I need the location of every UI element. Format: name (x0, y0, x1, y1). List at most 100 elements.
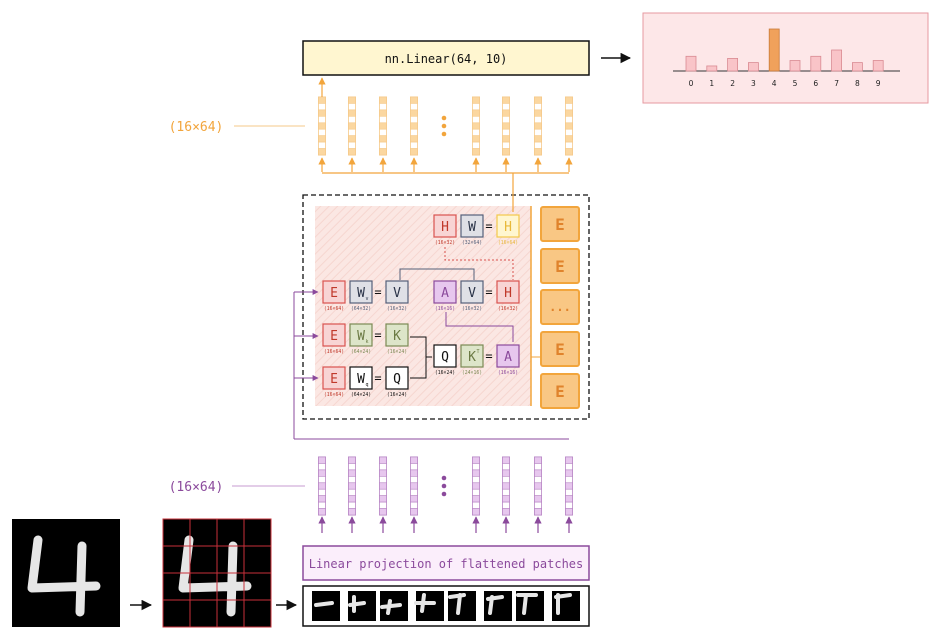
chart-bar (852, 62, 863, 72)
chart-tick-label: 2 (730, 79, 735, 88)
chart-bar (810, 55, 822, 72)
chart-bar (831, 49, 842, 72)
matrix-symbol: H (504, 286, 512, 301)
matrix-shape: (16×24) (435, 370, 455, 376)
matrix-v: V(16×32) (460, 280, 484, 312)
equals-sign: = (485, 349, 492, 363)
chart-bar (727, 58, 738, 72)
output-embedding-column (565, 96, 573, 156)
matrix-symbol: V (393, 286, 401, 301)
matrix-shape: (64×32) (351, 306, 371, 312)
patch-tile (516, 591, 544, 621)
input-embedding-column (348, 456, 356, 516)
encoder-label: E (555, 340, 565, 359)
chart-bar (872, 60, 884, 72)
matrix-shape: (32×64) (462, 240, 482, 246)
linear-projection-box: Linear projection of flattened patches (302, 545, 590, 581)
chart-tick-label: 6 (813, 79, 818, 88)
encoder-block: E (540, 206, 580, 242)
matrix-symbol: E (330, 286, 338, 301)
patch-tile (552, 591, 580, 621)
output-embedding-columns (318, 77, 573, 174)
matrix-symbol: W (357, 329, 365, 344)
output-embedding-ellipsis-dot (441, 115, 447, 121)
encoder-label: E (555, 215, 565, 234)
chart-bar (768, 28, 780, 72)
output-embedding-column (348, 96, 356, 156)
patch-tile (414, 591, 444, 621)
chart-tick-label: 4 (772, 79, 777, 88)
encoder-label: E (555, 382, 565, 401)
matrix-e: E (16×64) (322, 280, 346, 312)
matrix-symbol: Q (441, 350, 449, 365)
matrix-shape: (16×64) (324, 306, 344, 312)
matrix-symbol: H (441, 220, 449, 235)
chart-bar (748, 62, 759, 72)
input-embedding-ellipsis-dot (441, 491, 447, 497)
patch-tile (448, 591, 476, 621)
matrix-e: E (16×64) (322, 366, 346, 398)
encoder-block: E (540, 331, 580, 367)
matrix-symbol: W (468, 220, 476, 235)
patched-digit-image (162, 518, 272, 628)
encoder-label: E (555, 257, 565, 276)
matrix-h: H (16×32) (433, 214, 457, 246)
matrix-h: H (16×32) (496, 280, 520, 312)
input-embedding-column (565, 456, 573, 516)
matrix-superscript: T (476, 349, 479, 355)
output-embedding-ellipsis-dot (441, 123, 447, 129)
matrix-symbol: K (468, 350, 476, 365)
output-embedding-column (534, 96, 542, 156)
equals-sign: = (485, 219, 492, 233)
chart-tick-label: 8 (855, 79, 860, 88)
input-embedding-column (502, 456, 510, 516)
input-digit-image (12, 519, 120, 627)
projection-label: Linear projection of flattened patches (309, 557, 584, 571)
matrix-shape: (16×64) (324, 392, 344, 398)
input-embedding-columns (318, 456, 573, 533)
matrix-symbol: E (330, 372, 338, 387)
matrix-q: Q(16×24) (385, 366, 409, 398)
chart-bar (706, 65, 718, 72)
matrix-k: K (16×24) (385, 323, 409, 355)
patch-tile (484, 591, 512, 621)
matrix-shape: (24×16) (462, 370, 482, 376)
input-shape-label: (16×64) (169, 480, 224, 495)
matrix-h: H (16×64) (496, 214, 520, 246)
flattened-patches-strip (302, 585, 590, 627)
chart-bar (685, 55, 697, 72)
chart-bar (789, 60, 801, 72)
matrix-symbol: K (393, 329, 401, 344)
matrix-symbol: E (330, 329, 338, 344)
input-embedding-column (534, 456, 542, 516)
matrix-symbol: H (504, 220, 512, 235)
matrix-shape: (16×64) (324, 349, 344, 355)
matrix-e: E (16×64) (322, 323, 346, 355)
matrix-shape: (16×32) (498, 306, 518, 312)
patch-tile (348, 591, 376, 621)
linear-head-label: nn.Linear(64, 10) (385, 52, 508, 66)
matrix-shape: (16×32) (435, 240, 455, 246)
linear-head-box: nn.Linear(64, 10) (302, 40, 590, 76)
matrix-shape: (16×32) (387, 306, 407, 312)
equals-sign: = (485, 285, 492, 299)
equals-sign: = (374, 285, 381, 299)
input-embedding-column (318, 456, 326, 516)
matrix-subscript: v (365, 296, 368, 302)
matrix-shape: (16×64) (498, 240, 518, 246)
input-embedding-ellipsis-dot (441, 475, 447, 481)
encoder-block: ... (540, 289, 580, 325)
output-embedding-column (379, 96, 387, 156)
matrix-w: W (32×64) (460, 214, 484, 246)
attention-connections (399, 173, 541, 379)
matrix-a: A(16×16) (496, 344, 520, 376)
chart-tick-label: 9 (876, 79, 881, 88)
input-embedding-column (410, 456, 418, 516)
chart-tick-label: 0 (689, 79, 694, 88)
matrix-shape: (16×24) (387, 392, 407, 398)
matrix-shape: (16×24) (387, 349, 407, 355)
